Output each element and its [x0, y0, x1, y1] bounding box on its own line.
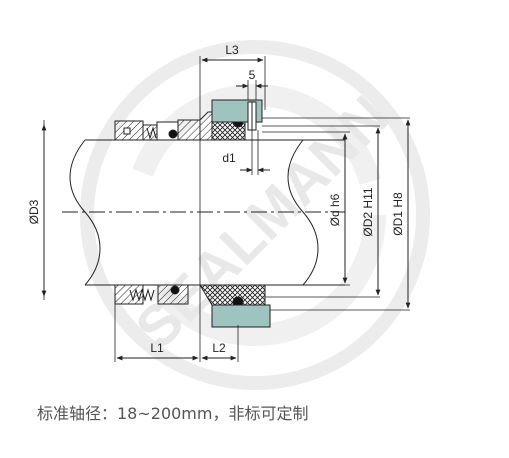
dim-d2-h11: ØD2 H11 — [361, 187, 375, 236]
dim-5: 5 — [249, 68, 256, 82]
rotary-assembly-top — [114, 119, 201, 141]
dim-d-h6: Ød h6 — [328, 193, 342, 226]
dim-d1: d1 — [222, 151, 236, 165]
mechanical-seal-drawing: SEALMANN — [27, 40, 430, 390]
dim-l2: L2 — [212, 341, 226, 355]
stationary-assembly-bottom — [199, 284, 271, 328]
rotary-assembly-bottom — [114, 284, 189, 305]
o-ring-rotary-top — [168, 129, 178, 139]
dim-d1-h8: ØD1 H8 — [391, 192, 405, 236]
gland-bottom — [211, 304, 271, 328]
stationary-assembly-top — [199, 99, 263, 141]
dim-d3: ØD3 — [27, 199, 41, 224]
o-ring-rotary-bottom — [170, 285, 180, 295]
dim-l3: L3 — [225, 43, 239, 57]
dim-l1: L1 — [150, 341, 164, 355]
shaft-size-caption: 标准轴径：18~200mm，非标可定制 — [37, 404, 309, 423]
dimension-arrows — [41, 57, 411, 361]
